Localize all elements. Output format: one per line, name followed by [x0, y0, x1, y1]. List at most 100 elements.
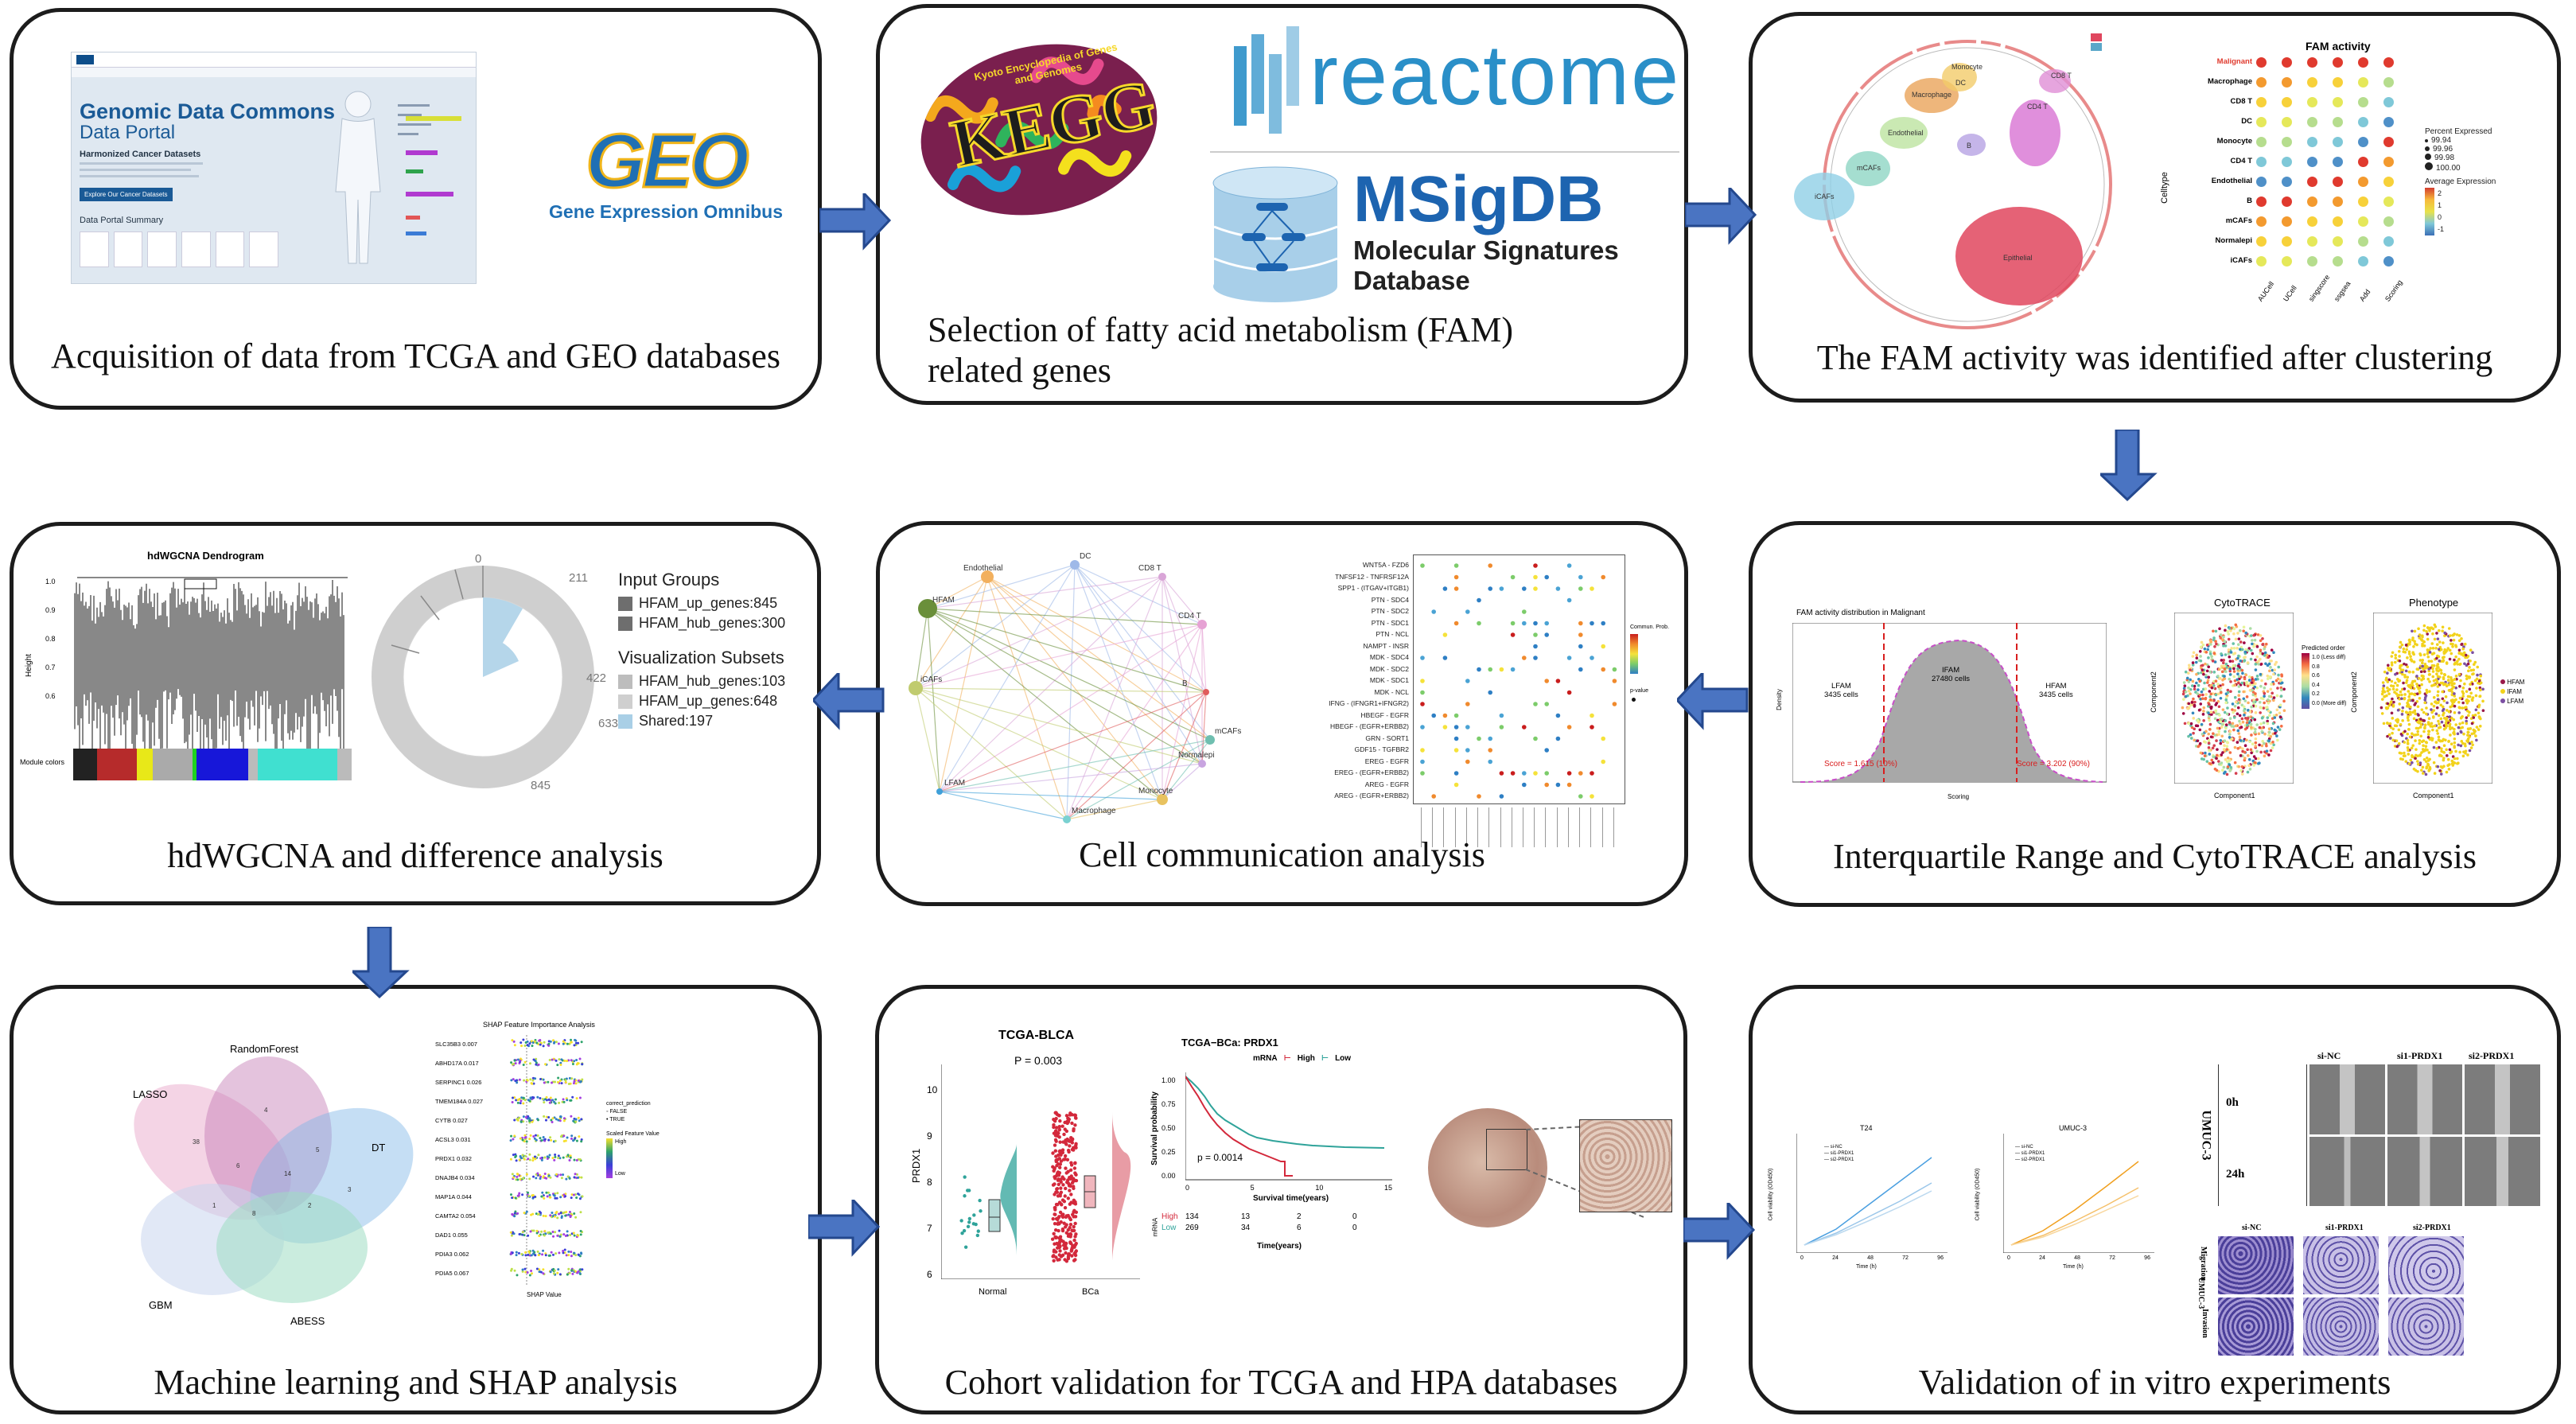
phenotype-point [2441, 709, 2445, 713]
phenotype-point [2451, 698, 2454, 702]
cytotrace-point [2209, 643, 2212, 646]
normal-sample-dot [971, 1222, 976, 1226]
phenotype-point [2465, 690, 2469, 693]
phenotype-point [2460, 740, 2464, 743]
phenotype-point [2477, 703, 2481, 707]
phenotype-point [2414, 642, 2417, 646]
phenotype-point [2406, 738, 2410, 742]
cytotrace-point [2217, 760, 2220, 763]
phenotype-point [2467, 714, 2470, 718]
tumor-sample-dot [1070, 1247, 1074, 1251]
shap-feature-label: PDIA3 0.062 [435, 1251, 469, 1258]
shap-point [578, 1135, 581, 1138]
phenotype-point [2388, 737, 2392, 740]
shap-point [575, 1058, 578, 1061]
shap-point [555, 1212, 558, 1215]
shap-point [562, 1119, 566, 1122]
cytotrace-point [2259, 684, 2263, 688]
phenotype-point [2427, 669, 2431, 673]
phenotype-point [2464, 749, 2468, 753]
cytotrace-point [2232, 663, 2236, 667]
phenotype-point [2408, 710, 2412, 714]
phenotype-point [2461, 721, 2465, 725]
phenotype-point [2462, 651, 2466, 655]
phenotype-point [2397, 728, 2401, 732]
phenotype-point [2416, 667, 2420, 671]
shap-point [577, 1234, 580, 1237]
cytotrace-point [2248, 683, 2252, 687]
phenotype-point [2411, 744, 2415, 747]
cytotrace-point [2232, 710, 2235, 714]
cytotrace-point [2267, 727, 2271, 730]
shap-point [549, 1270, 552, 1274]
shap-point [514, 1156, 517, 1159]
dendrogram-branch [184, 578, 217, 589]
cytotrace-point [2213, 660, 2217, 663]
phenotype-point [2466, 730, 2470, 734]
phenotype-point [2386, 722, 2389, 726]
phenotype-point [2407, 718, 2410, 722]
cytotrace-point [2245, 721, 2249, 725]
phenotype-point [2412, 660, 2416, 663]
cytotrace-point [2266, 690, 2270, 693]
cytotrace-point [2215, 753, 2219, 757]
shap-point [562, 1193, 566, 1196]
tumor-sample-dot [1073, 1200, 1077, 1204]
phenotype-point [2409, 655, 2412, 658]
phenotype-point [2432, 709, 2435, 712]
tumor-sample-dot [1068, 1144, 1072, 1148]
phenotype-point [2452, 718, 2456, 722]
tumor-sample-dot [1054, 1111, 1058, 1115]
cytotrace-point [2187, 663, 2191, 667]
phenotype-point [2446, 675, 2450, 679]
cytotrace-point [2240, 703, 2244, 707]
cytotrace-point [2206, 679, 2210, 683]
phenotype-point [2399, 722, 2403, 726]
shap-point [557, 1042, 560, 1045]
dotplot-dot [2282, 77, 2292, 88]
phenotype-point [2471, 672, 2474, 676]
tumor-sample-dot [1072, 1238, 1076, 1243]
network-edge [939, 763, 1203, 792]
shap-point [573, 1080, 576, 1083]
dotplot-dot [2383, 157, 2394, 167]
tumor-sample-dot [1073, 1253, 1078, 1258]
shap-point [538, 1268, 541, 1271]
shap-point [536, 1095, 539, 1099]
cytotrace-point [2195, 656, 2199, 659]
shap-point [513, 1059, 516, 1062]
shap-point [557, 1154, 560, 1157]
bubble-dot [1420, 748, 1425, 753]
bubble-dot [1453, 574, 1459, 580]
cytotrace-point [2282, 699, 2286, 703]
tumor-sample-dot [1056, 1222, 1060, 1226]
phenotype-point [2414, 753, 2418, 757]
dotplot-dot [2358, 177, 2368, 187]
cytotrace-point [2265, 653, 2269, 657]
shap-point [550, 1119, 553, 1122]
shap-point [533, 1155, 536, 1158]
tumor-sample-dot [1058, 1193, 1062, 1198]
shap-point [513, 1269, 516, 1272]
phenotype-point [2452, 685, 2456, 689]
phenotype-point [2465, 722, 2469, 726]
shap-point [558, 1101, 561, 1104]
cytotrace-scatter [2174, 613, 2294, 784]
phenotype-point [2454, 655, 2457, 659]
dotplot-row-label: Malignant [2216, 57, 2252, 66]
tumor-sample-dot [1054, 1235, 1059, 1239]
gdc-explore-button[interactable]: Explore Our Cancer Datasets [80, 188, 173, 201]
cytotrace-point [2273, 716, 2277, 719]
phenotype-point [2455, 633, 2459, 636]
bubble-dot [1488, 586, 1492, 591]
bubble-dot [1578, 644, 1583, 649]
phenotype-point [2398, 702, 2402, 706]
shap-point [532, 1096, 535, 1099]
shap-point [539, 1177, 542, 1181]
network-node-label: Macrophage [1072, 807, 1116, 815]
shap-point [562, 1134, 566, 1138]
phenotype-point [2420, 661, 2424, 665]
tumor-sample-dot [1051, 1216, 1055, 1221]
cytotrace-point [2252, 644, 2255, 648]
cytotrace-point [2217, 733, 2220, 737]
